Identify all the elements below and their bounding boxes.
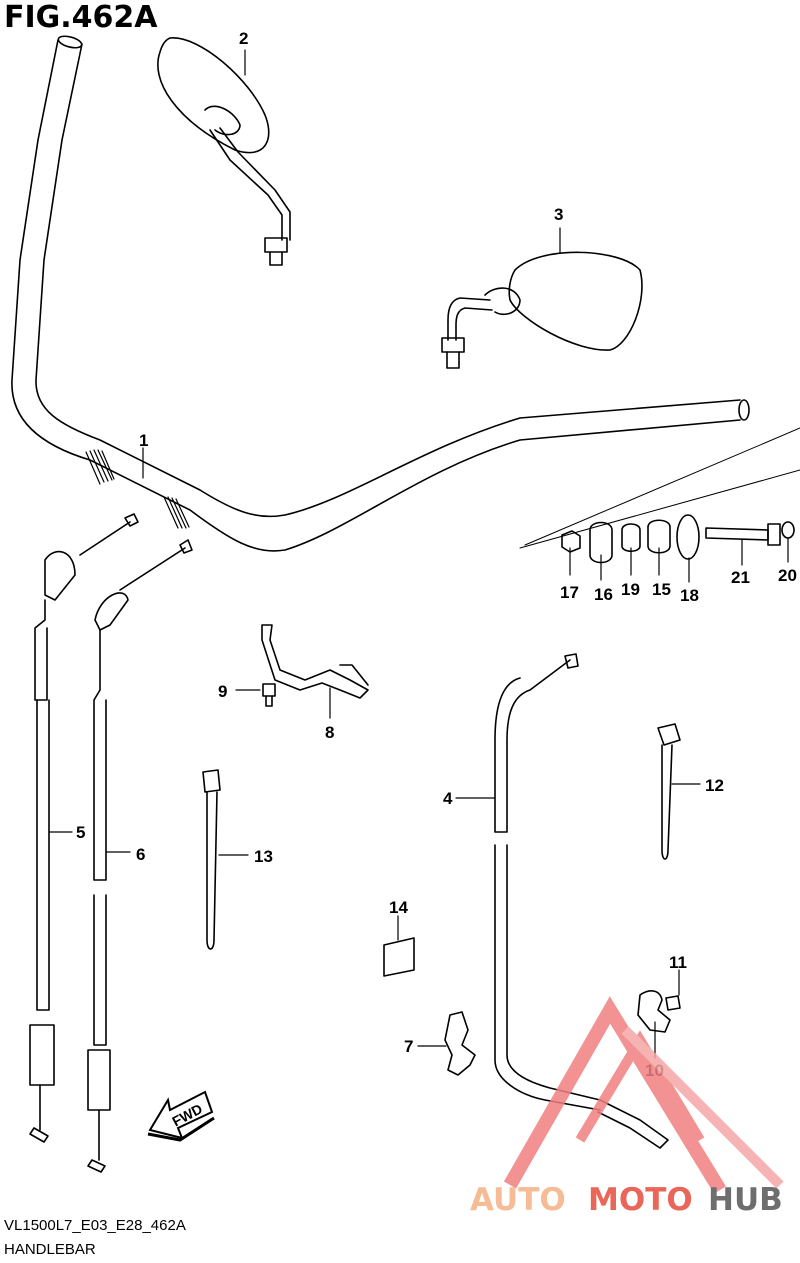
callout-16: 16 [594,585,613,604]
bolt-part-9 [262,683,276,707]
callout-19: 19 [621,580,640,599]
figure-name: HANDLEBAR [4,1241,96,1258]
callout-15: 15 [652,580,671,599]
cable-part-4 [494,653,669,1149]
watermark-text-auto: AUTO [470,1182,566,1218]
callout-14: 14 [389,898,408,917]
callout-12: 12 [705,776,724,795]
callout-13: 13 [254,847,273,866]
callout-20: 20 [778,566,797,585]
callout-9: 9 [218,682,227,701]
mirror-left-part-2 [157,37,291,266]
callout-6: 6 [136,845,145,864]
watermark-text-hub: HUB [708,1182,783,1218]
callout-5: 5 [76,823,85,842]
handlebar-part-1 [11,35,750,552]
mirror-right-part-3 [441,251,643,369]
fwd-arrow-icon: FWD [147,1090,215,1142]
watermark-logo: AUTO MOTO HUB [470,996,784,1218]
cable-tie-part-13 [202,769,221,950]
callout-2: 2 [239,29,248,48]
callout-8: 8 [325,723,334,742]
watermark-text-moto: MOTO [588,1182,693,1218]
screw-part-11 [665,995,681,1011]
mount-hardware-group [519,427,800,564]
figure-title: FIG.462A [4,0,158,35]
leader-lines [49,49,789,1059]
model-code: VL1500L7_E03_E28_462A [4,1217,186,1234]
cable-tie-part-12 [657,723,681,860]
callout-11: 11 [669,953,687,972]
cable-part-5 [29,513,139,1143]
callout-21: 21 [731,568,750,587]
clamp-part-8 [261,624,369,699]
clip-part-7 [444,1011,476,1076]
label-plate-part-14 [383,937,415,977]
callout-4: 4 [443,789,453,808]
cable-part-6 [87,539,193,1173]
knurled-section-left [85,449,190,529]
callout-7: 7 [404,1037,413,1056]
holder-part-10 [637,990,671,1033]
callout-18: 18 [680,586,699,605]
callout-17: 17 [560,583,579,602]
callout-1: 1 [139,431,148,450]
callout-3: 3 [554,205,563,224]
